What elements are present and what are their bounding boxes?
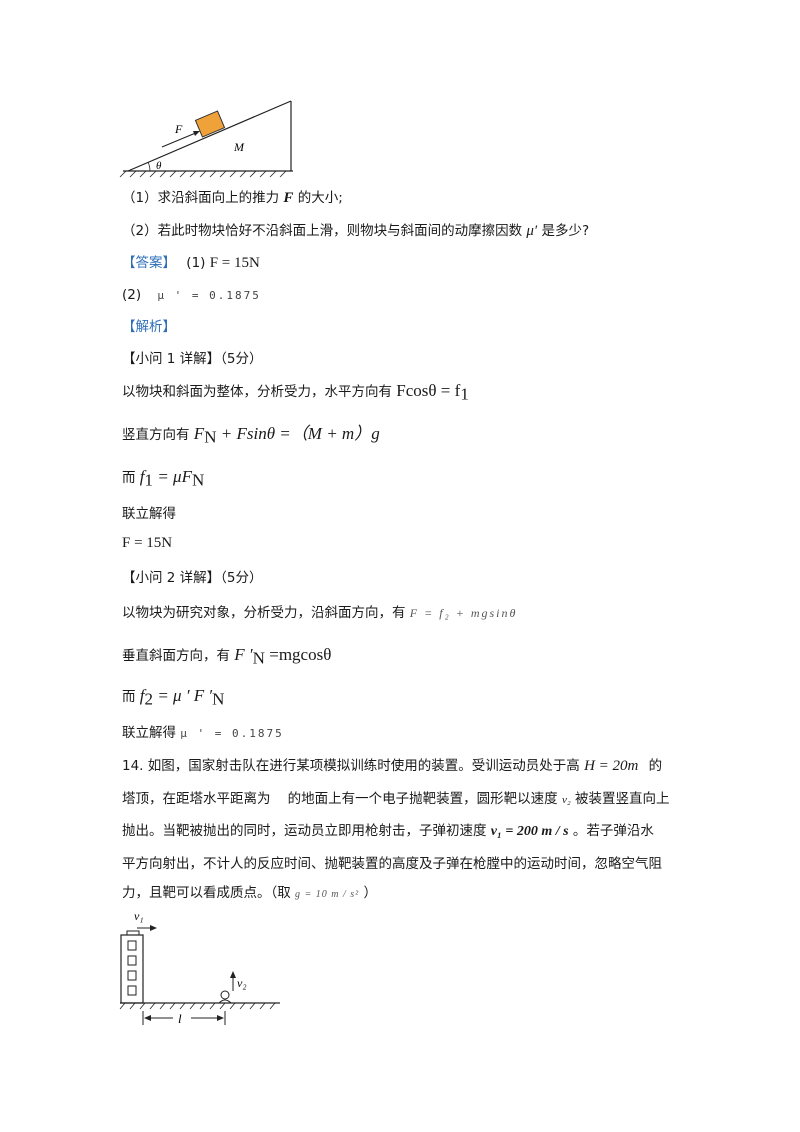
question-2-var: μ′ xyxy=(526,223,538,239)
v1-arrowhead xyxy=(150,925,157,931)
p14-line-3-b: 。若子弹沿水 xyxy=(572,823,654,839)
question-2-end: 是多少? xyxy=(541,223,590,239)
question-1-var: F xyxy=(283,190,294,206)
sub1-title: 【小问 1 详解】（5分） xyxy=(122,351,263,367)
s2-line-2-math: F ′ xyxy=(234,645,253,664)
answer-2-prefix: (2) xyxy=(122,287,142,303)
p14-line-5-b: ） xyxy=(363,885,377,901)
answer-1: F = 15N xyxy=(209,255,260,271)
answer-tag: 【答案】 xyxy=(122,255,176,271)
s1-line-3-sub2: N xyxy=(191,470,205,490)
launcher xyxy=(218,999,232,1004)
v2-label: v₂ xyxy=(237,976,247,990)
s2-line-3-sub: 2 xyxy=(144,689,154,709)
force-label: F xyxy=(174,122,183,136)
p14-line-3-math: v₁ = 200 m / s xyxy=(490,824,569,839)
s2-line-4-math: μ ' = 0.1875 xyxy=(180,727,284,740)
question-2: （2）若此时物块恰好不沿斜面上滑，则物块与斜面间的动摩擦因数 μ′ 是多少? xyxy=(122,221,589,241)
target xyxy=(220,990,230,1000)
s1-line-1-text: 以物块和斜面为整体，分析受力，水平方向有 xyxy=(122,384,392,400)
s2-line-3-rest: = μ ′ F ′ xyxy=(157,686,213,705)
s1-line-4: 联立解得 xyxy=(122,506,176,522)
s2-line-2: 垂直斜面方向，有 F ′N =mgcosθ xyxy=(122,645,331,669)
mass-label: M xyxy=(233,140,245,154)
ground-hatch-2 xyxy=(119,1002,276,1010)
p14-line-5-a: 力，且靶可以看成质点。（取 xyxy=(122,885,291,901)
s1-line-3-math: f xyxy=(139,467,145,486)
question-1-end: 的大小; xyxy=(297,190,343,206)
ground-hatch xyxy=(119,170,287,178)
s1-line-2-rest: + Fsinθ =（M + m）g xyxy=(220,424,380,443)
s2-line-1-math: F = f₂ + mgsinθ xyxy=(409,606,518,620)
p14-line-1-a: 14. 如图，国家射击队在进行某项模拟训练时使用的装置。受训运动员处于高 xyxy=(122,758,580,774)
question-2-text: （2）若此时物块恰好不沿斜面上滑，则物块与斜面间的动摩擦因数 xyxy=(122,223,523,239)
theta-label: θ xyxy=(156,160,162,172)
s1-line-2-math: F xyxy=(193,424,205,443)
answer-line-2: (2) μ ' = 0.1875 xyxy=(122,285,261,306)
p14-line-2-b: 被装置竖直向上 xyxy=(574,791,670,807)
p14-line-2: 塔顶，在距塔水平距离为 的地面上有一个电子抛靶装置，圆形靶以速度 v₂ 被装置竖… xyxy=(122,789,669,810)
incline-triangle xyxy=(123,100,293,172)
theta-arc xyxy=(147,161,151,172)
p14-line-2-a: 塔顶，在距塔水平距离为 的地面上有一个电子抛靶装置，圆形靶以速度 xyxy=(122,791,558,807)
force-arrow xyxy=(161,131,199,148)
s2-line-1-text: 以物块为研究对象，分析受力，沿斜面方向，有 xyxy=(122,605,406,621)
s2-line-2-text: 垂直斜面方向，有 xyxy=(122,648,230,664)
p14-line-2-math: v₂ xyxy=(561,794,571,806)
v1-label: v₁ xyxy=(134,909,144,923)
tower xyxy=(120,934,144,1004)
s2-line-2-sub: N xyxy=(252,648,265,668)
s1-line-2-sub: N xyxy=(204,427,217,447)
tower-window-1 xyxy=(127,940,137,951)
answer-line-1: 【答案】 (1) F = 15N xyxy=(122,253,260,273)
force-arrowhead xyxy=(193,131,200,136)
p14-line-4: 平方向射出，不计人的反应时间、抛靶装置的高度及子弹在枪膛中的运动时间，忽略空气阻 xyxy=(122,856,662,872)
s1-line-5: F = 15N xyxy=(122,535,173,551)
s2-line-2-rest: =mgcosθ xyxy=(269,645,332,664)
dim-arrowhead-left xyxy=(144,1015,151,1021)
p14-line-3-a: 抛出。当靶被抛出的同时，运动员立即用枪射击，子弹初速度 xyxy=(122,823,487,839)
s1-line-3: 而 f1 = μFN xyxy=(122,467,204,491)
answer-2: μ ' = 0.1875 xyxy=(157,289,261,302)
p14-line-3: 抛出。当靶被抛出的同时，运动员立即用枪射击，子弹初速度 v₁ = 200 m /… xyxy=(122,821,654,842)
s1-line-3-mid: = μF xyxy=(157,467,192,486)
s1-line-3-text: 而 xyxy=(122,470,136,486)
s1-line-2: 竖直方向有 FN + Fsinθ =（M + m）g xyxy=(122,424,380,448)
v2-arrowhead xyxy=(230,971,236,978)
tower-window-3 xyxy=(127,970,137,981)
s2-line-4-text: 联立解得 xyxy=(122,725,176,741)
s1-line-3-sub1: 1 xyxy=(144,470,154,490)
s2-line-3: 而 f2 = μ ′ F ′N xyxy=(122,686,224,710)
block xyxy=(194,110,226,138)
p14-line-1-math: H = 20m xyxy=(584,758,639,774)
question-1-text: （1）求沿斜面向上的推力 xyxy=(122,190,280,206)
question-1: （1）求沿斜面向上的推力 F 的大小; xyxy=(122,188,343,208)
s1-line-1-sub: 1 xyxy=(460,384,469,404)
tower-window-4 xyxy=(127,985,137,996)
l-label: l xyxy=(178,1011,182,1026)
answer-1-prefix: (1) xyxy=(186,255,206,271)
s1-line-2-text: 竖直方向有 xyxy=(122,427,190,443)
tower-window-2 xyxy=(127,955,137,966)
s2-line-1: 以物块为研究对象，分析受力，沿斜面方向，有 F = f₂ + mgsinθ xyxy=(122,603,517,623)
s1-line-1: 以物块和斜面为整体，分析受力，水平方向有 Fcosθ = f1 xyxy=(122,381,469,405)
analysis-tag: 【解析】 xyxy=(122,319,176,335)
incline-figure: θ F M xyxy=(119,100,293,178)
p14-line-1: 14. 如图，国家射击队在进行某项模拟训练时使用的装置。受训运动员处于高 H =… xyxy=(122,756,662,776)
s2-line-4: 联立解得 μ ' = 0.1875 xyxy=(122,723,284,744)
s1-line-1-math: Fcosθ = f xyxy=(396,381,461,400)
sub2-title: 【小问 2 详解】（5分） xyxy=(122,570,263,586)
s2-line-3-sub2: N xyxy=(212,689,225,709)
p14-line-1-b: 的 xyxy=(648,758,663,774)
p14-line-5: 力，且靶可以看成质点。（取 g = 10 m / s² ） xyxy=(122,883,377,905)
dim-arrowhead-right xyxy=(217,1015,224,1021)
p14-line-5-math: g = 10 m / s² xyxy=(295,889,360,900)
s2-line-3-text: 而 xyxy=(122,689,136,705)
tower-figure: v₁ v₂ l xyxy=(119,909,280,1026)
s2-line-3-math: f xyxy=(139,686,145,705)
